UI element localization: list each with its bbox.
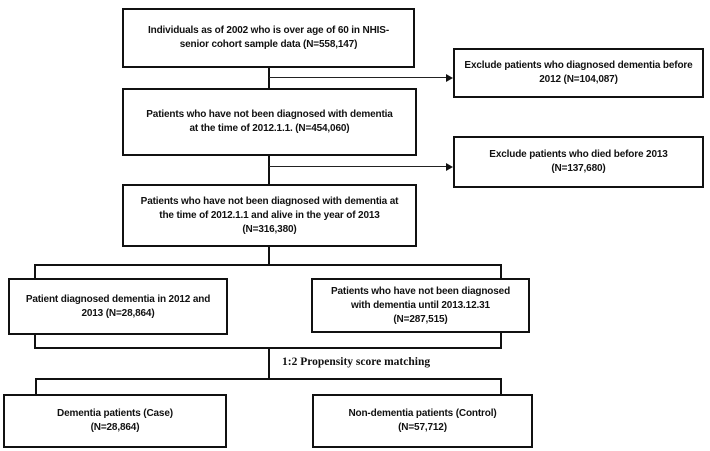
- distribution-bracket-right-drop: [500, 378, 502, 394]
- box-cohort-2002: Individuals as of 2002 who is over age o…: [122, 8, 415, 68]
- propensity-matching-label: 1:2 Propensity score matching: [282, 356, 431, 368]
- connector-box1-box2: [268, 68, 270, 88]
- merge-bracket-left-rise: [34, 335, 36, 349]
- merge-bracket-right-rise: [500, 333, 502, 349]
- arrow-exclude-2-head-icon: [446, 163, 453, 171]
- box-control-group: Non-dementia patients (Control) (N=57,71…: [312, 394, 533, 448]
- arrow-exclude-1-line: [269, 77, 446, 78]
- box-no-dementia-2012: Patients who have not been diagnosed wit…: [122, 88, 417, 156]
- connector-box2-box3: [268, 156, 270, 184]
- arrow-exclude-2-line: [269, 166, 446, 167]
- box-exclude-dementia-before-2012: Exclude patients who diagnosed dementia …: [453, 48, 704, 98]
- arrow-exclude-1-head-icon: [446, 74, 453, 82]
- distribution-bracket-left-drop: [35, 378, 37, 394]
- distribution-bracket-horizontal: [35, 378, 502, 380]
- connector-matching-center: [268, 347, 270, 380]
- split-bracket-horizontal: [34, 264, 502, 266]
- box-dementia-2012-2013: Patient diagnosed dementia in 2012 and 2…: [8, 278, 228, 335]
- box-no-dementia-alive-2013: Patients who have not been diagnosed wit…: [122, 184, 417, 247]
- split-bracket-right-drop: [500, 264, 502, 278]
- split-bracket-left-drop: [34, 264, 36, 278]
- box-no-dementia-until-2013: Patients who have not been diagnosed wit…: [311, 278, 530, 333]
- box-case-group: Dementia patients (Case) (N=28,864): [3, 394, 227, 448]
- box-exclude-died-before-2013: Exclude patients who died before 2013 (N…: [453, 136, 704, 188]
- connector-box3-split: [268, 247, 270, 265]
